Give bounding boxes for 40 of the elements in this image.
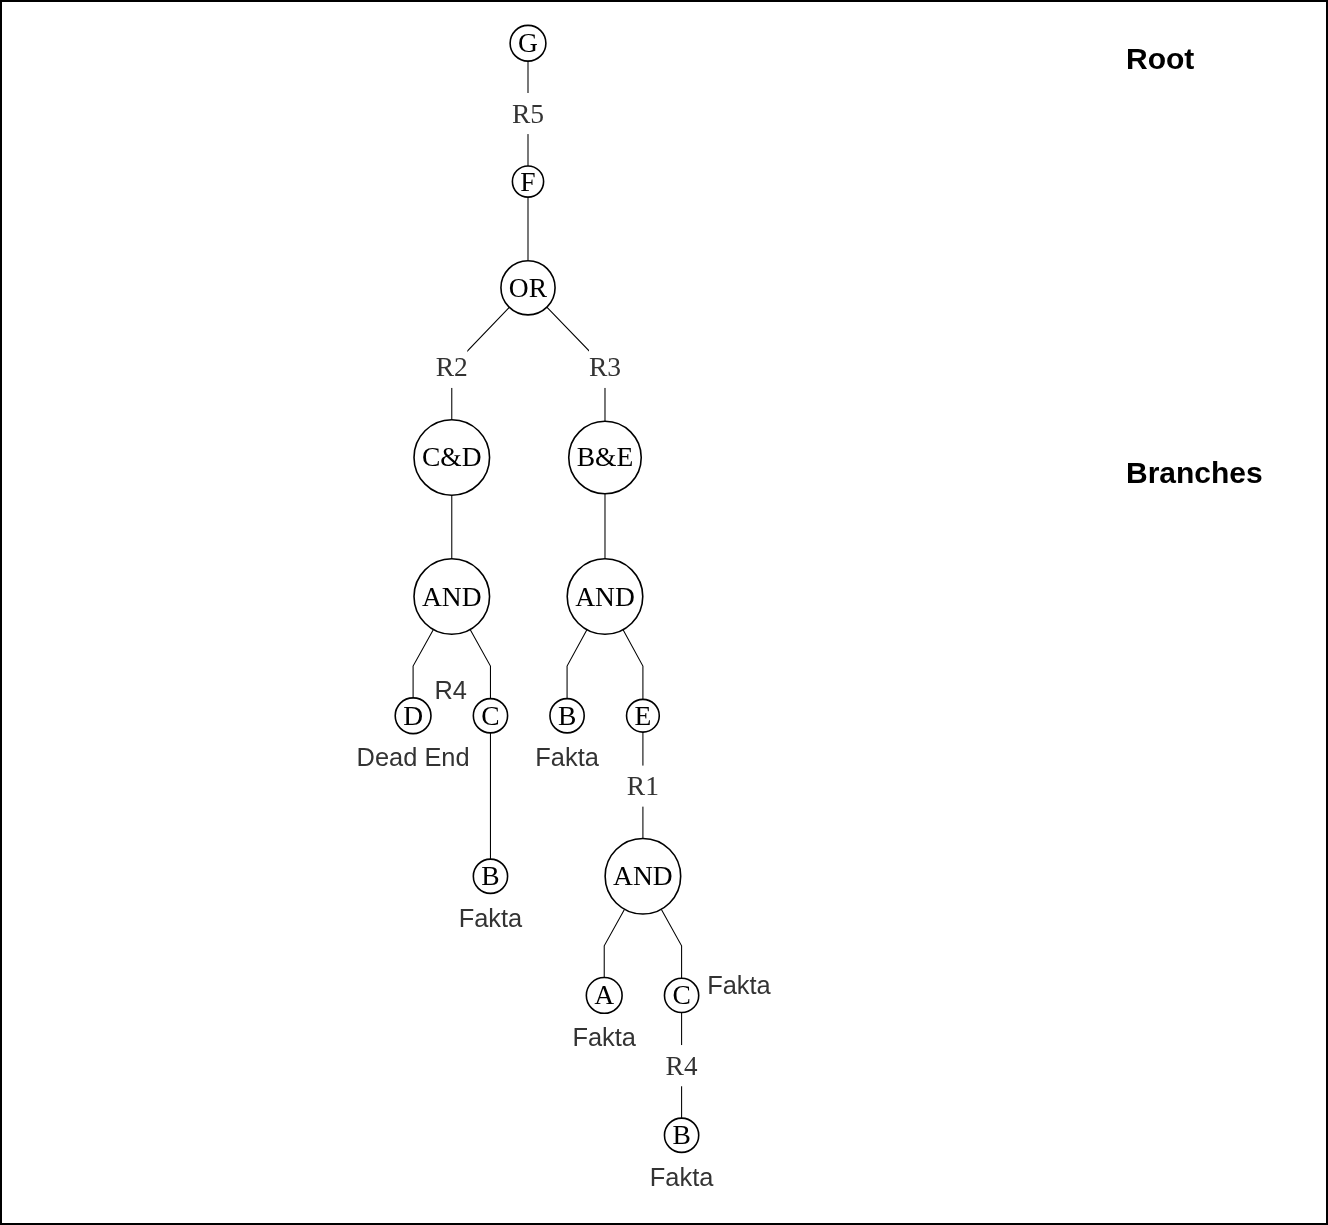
edge-label: R2 xyxy=(435,351,468,383)
connector xyxy=(603,908,626,979)
node-caption: R4 xyxy=(434,676,468,705)
node-circle: C&D xyxy=(413,418,491,497)
edge-label: R3 xyxy=(589,351,622,383)
node-circle: AND xyxy=(604,837,682,915)
node-circle: C xyxy=(472,697,509,734)
node-circle: B&E xyxy=(568,420,643,495)
node-caption: Fakta xyxy=(535,743,599,772)
tree-level-label: Branches xyxy=(1126,456,1264,490)
node-circle: OR xyxy=(500,259,557,316)
connector xyxy=(604,493,606,560)
tree-level-label: Root xyxy=(1126,42,1196,76)
node-circle: AND xyxy=(413,557,491,636)
node-circle: D xyxy=(394,697,432,735)
node-caption: Dead End xyxy=(356,743,470,772)
node-circle: F xyxy=(511,165,545,198)
node-caption: Fakta xyxy=(707,970,771,999)
connector xyxy=(469,629,492,700)
connector xyxy=(622,629,644,700)
node-circle: B xyxy=(663,1117,700,1154)
connector xyxy=(412,629,435,699)
connector xyxy=(490,732,492,860)
node-circle: B xyxy=(549,697,586,734)
node-circle: C xyxy=(663,977,700,1014)
node-circle: AND xyxy=(566,557,644,636)
connector xyxy=(527,196,529,262)
node-caption: Fakta xyxy=(458,903,523,932)
node-caption: Fakta xyxy=(650,1162,714,1191)
connector xyxy=(660,908,683,979)
node-circle: E xyxy=(625,698,661,733)
connector xyxy=(566,629,588,700)
node-circle: B xyxy=(472,858,509,895)
edge-label: R5 xyxy=(512,98,545,129)
connector xyxy=(451,494,453,560)
node-circle: A xyxy=(585,976,624,1015)
node-circle: G xyxy=(509,24,547,62)
edge-label: R1 xyxy=(627,770,660,802)
edge-label: R4 xyxy=(665,1050,698,1082)
node-caption: Fakta xyxy=(572,1022,637,1051)
